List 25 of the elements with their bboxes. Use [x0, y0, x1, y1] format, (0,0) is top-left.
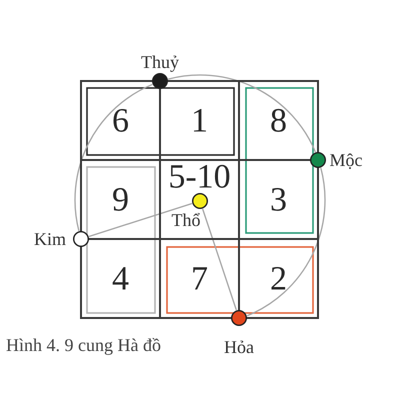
arc-line — [246, 168, 326, 316]
arc-line — [74, 84, 153, 232]
number-label: 6 — [112, 106, 129, 134]
number-label: 5-10 — [168, 163, 231, 191]
number-label: 7 — [191, 264, 208, 292]
connector-line — [88, 202, 192, 238]
connector-line — [202, 208, 237, 310]
figure-caption: Hình 4. 9 cung Hà đồ — [6, 334, 161, 356]
element-name: Thổ — [172, 208, 200, 232]
dot-icon — [151, 72, 169, 90]
number-label: 1 — [191, 106, 208, 134]
number-label: 2 — [270, 264, 287, 292]
number-label: 4 — [112, 264, 129, 292]
element-name: Thuỷ — [141, 50, 179, 74]
element-name: Kim — [34, 228, 66, 250]
element-name: Hỏa — [224, 336, 254, 358]
number-label: 8 — [270, 106, 287, 134]
arc-line — [168, 74, 316, 152]
element-name: Mộc — [330, 148, 362, 172]
number-label: 3 — [270, 186, 287, 214]
dot-icon — [230, 309, 248, 327]
dot-icon — [191, 192, 209, 210]
dot-icon — [309, 151, 327, 169]
dot-icon — [72, 230, 90, 248]
number-label: 9 — [112, 186, 129, 214]
